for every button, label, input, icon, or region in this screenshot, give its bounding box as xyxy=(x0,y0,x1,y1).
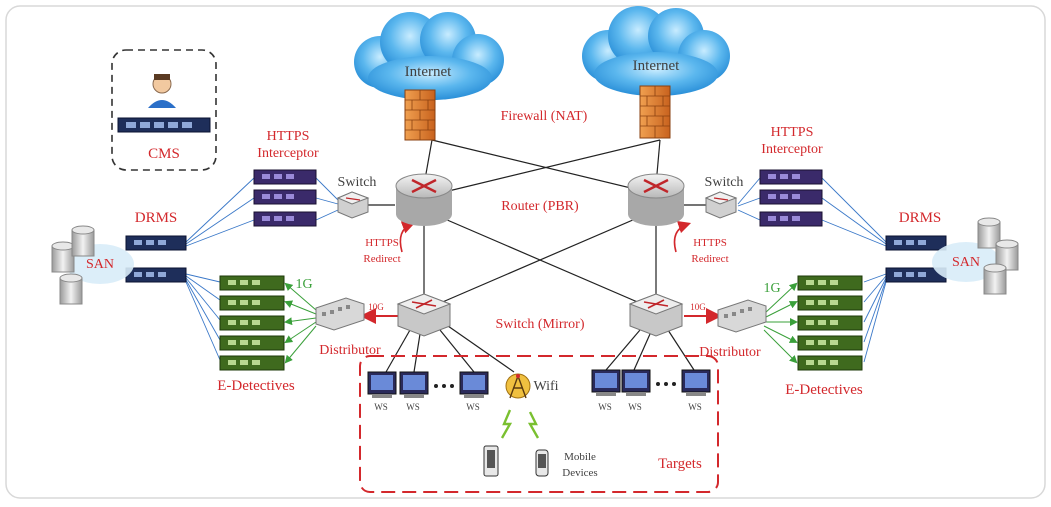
storage-icon xyxy=(977,217,1019,295)
san-cloud xyxy=(932,242,1000,282)
wifi-label: Wifi xyxy=(533,379,558,394)
storage-icon xyxy=(51,225,95,305)
server-icon xyxy=(885,235,947,283)
edetectives-right-label: E-Detectives xyxy=(785,382,863,398)
firewall-icon xyxy=(639,85,671,139)
mobile-device-icon xyxy=(483,445,499,477)
https-interceptor-right-label-1: HTTPS xyxy=(771,125,814,140)
cloud-icon xyxy=(354,12,504,100)
links-left-blue xyxy=(185,177,339,361)
workstation-icon xyxy=(367,371,397,398)
workstation-icon xyxy=(591,369,621,396)
switch-icon xyxy=(315,297,365,331)
internet-right-label: Internet xyxy=(633,58,680,74)
san-right-label: SAN xyxy=(952,255,980,270)
https-redirect-left-label-1: HTTPS xyxy=(365,237,399,249)
drms-right-label: DRMS xyxy=(899,210,942,226)
https-redirect-arrow-right xyxy=(673,220,692,253)
links-green xyxy=(284,282,798,364)
https-redirect-left-label-2: Redirect xyxy=(363,253,400,265)
ws-label: WS xyxy=(374,402,388,412)
link-1g-left-label: 1G xyxy=(295,277,312,292)
switch-icon xyxy=(628,293,684,337)
switch-icon xyxy=(396,293,452,337)
ellipsis-dots xyxy=(656,382,676,386)
link-10g-left-label: 10G xyxy=(368,302,384,312)
router-icon xyxy=(627,173,685,226)
distributor-right-label: Distributor xyxy=(699,345,761,360)
targets-box xyxy=(359,355,719,493)
switch-icon xyxy=(704,191,738,219)
https-redirect-right-label-1: HTTPS xyxy=(693,237,727,249)
mobile-label-1: Mobile xyxy=(564,451,596,463)
ellipsis-dots xyxy=(434,384,454,388)
server-icon xyxy=(797,275,863,371)
signal-bolt-icon xyxy=(500,409,513,439)
server-icon xyxy=(125,235,187,283)
router-icon xyxy=(395,173,453,226)
ws-label: WS xyxy=(688,402,702,412)
ws-label: WS xyxy=(628,402,642,412)
switch-right-label: Switch xyxy=(705,175,744,190)
workstation-icon xyxy=(399,371,429,398)
https-redirect-right-label-2: Redirect xyxy=(691,253,728,265)
ws-label: WS xyxy=(598,402,612,412)
link-10g-right-label: 10G xyxy=(690,302,706,312)
router-label: Router (PBR) xyxy=(501,199,579,214)
san-left-label: SAN xyxy=(86,257,114,272)
workstation-icon xyxy=(621,369,651,396)
links-right-blue xyxy=(737,177,887,363)
cms-box xyxy=(111,49,217,171)
link-1g-right-label: 1G xyxy=(763,281,780,296)
wifi-tower-icon xyxy=(505,373,531,399)
https-interceptor-left-label-1: HTTPS xyxy=(267,129,310,144)
mobile-label-2: Devices xyxy=(562,467,597,479)
firewall-icon xyxy=(404,89,436,141)
diagram-frame xyxy=(5,5,1046,499)
https-interceptor-left-label-2: Interceptor xyxy=(257,146,319,161)
server-icon xyxy=(219,275,285,371)
switch-icon xyxy=(336,191,370,219)
server-icon xyxy=(253,169,317,227)
server-icon xyxy=(117,117,211,133)
edetectives-left-label: E-Detectives xyxy=(217,378,295,394)
workstation-icon xyxy=(681,369,711,396)
server-icon xyxy=(759,169,823,227)
user-icon xyxy=(148,74,176,108)
distributor-left-label: Distributor xyxy=(319,343,381,358)
firewall-label: Firewall (NAT) xyxy=(501,109,588,124)
mobile-device-icon xyxy=(535,449,549,477)
ws-label: WS xyxy=(406,402,420,412)
https-redirect-arrow-left xyxy=(399,221,415,253)
ws-label: WS xyxy=(466,402,480,412)
signal-bolt-icon xyxy=(527,411,540,439)
workstation-icon xyxy=(459,371,489,398)
cloud-icon xyxy=(582,6,730,96)
internet-left-label: Internet xyxy=(405,64,452,80)
switch-left-label: Switch xyxy=(338,175,377,190)
cms-label: CMS xyxy=(148,146,180,162)
https-interceptor-right-label-2: Interceptor xyxy=(761,142,823,157)
switch-icon xyxy=(717,299,767,333)
drms-left-label: DRMS xyxy=(135,210,178,226)
switch-mirror-label: Switch (Mirror) xyxy=(495,317,584,332)
targets-label: Targets xyxy=(658,456,702,472)
